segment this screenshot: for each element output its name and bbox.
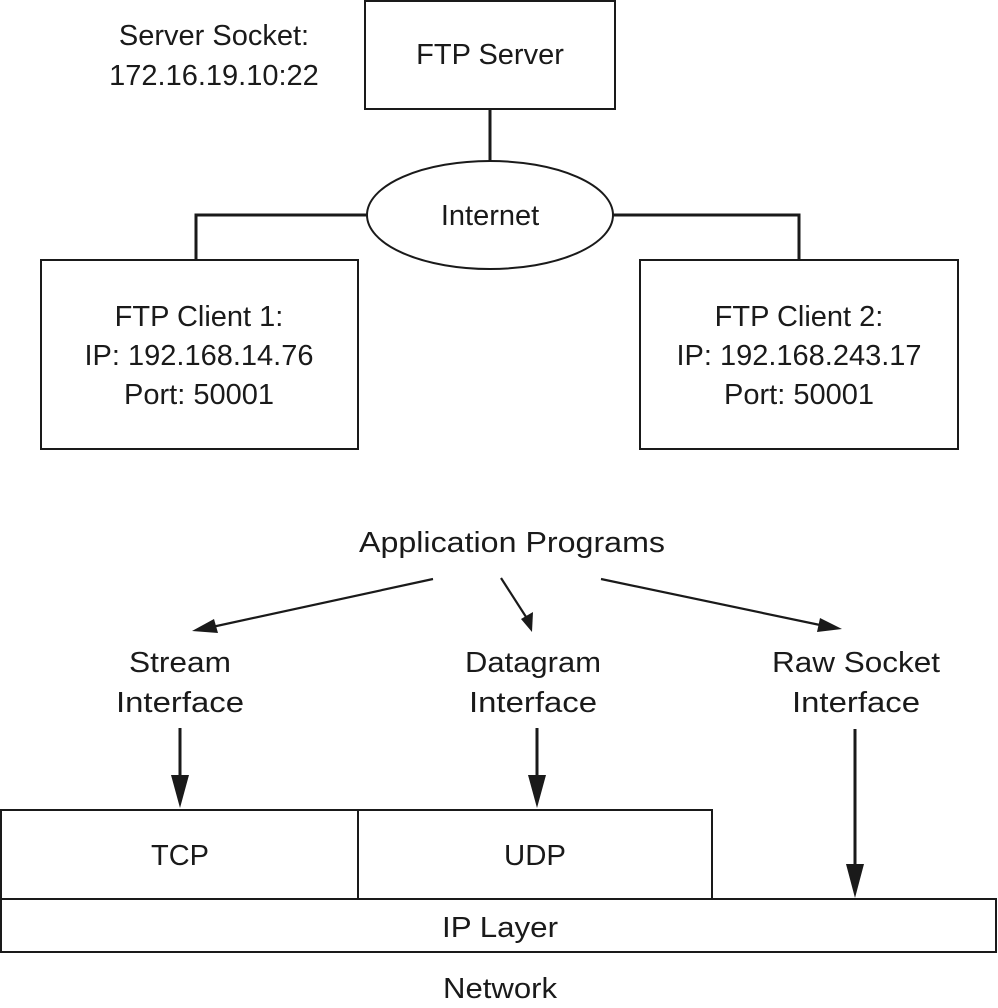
ftp-server-box — [364, 0, 616, 110]
socket-layers-diagram: Application Programs Stream Interface Da… — [0, 527, 997, 1005]
app-to-datagram-arrow-line — [500, 577, 529, 621]
internet-label: Internet — [441, 200, 539, 232]
ftp-client-2-title: FTP Client 2: — [715, 301, 884, 333]
raw-to-ip-arrowhead — [846, 864, 864, 898]
datagram-interface-label-2: Interface — [469, 687, 597, 719]
app-to-datagram-arrowhead — [521, 612, 533, 632]
app-to-raw-arrow-line — [600, 577, 821, 627]
app-to-stream-arrowhead — [192, 619, 218, 633]
tcp-box — [0, 809, 359, 900]
ip-layer-box — [0, 898, 997, 953]
server-socket-address: 172.16.19.10:22 — [109, 60, 319, 92]
datagram-to-udp-arrowhead — [528, 775, 546, 808]
internet-client1-link — [194, 213, 367, 260]
ftp-client-2-port: Port: 50001 — [724, 379, 874, 411]
datagram-interface-label-1: Datagram — [465, 647, 601, 679]
network-label: Network — [443, 973, 558, 1005]
ftp-server-label: FTP Server — [416, 39, 564, 71]
internet-client2-link — [613, 213, 801, 260]
udp-box — [357, 809, 713, 900]
ip-layer-label: IP Layer — [442, 912, 558, 944]
tcp-label: TCP — [151, 840, 209, 872]
ftp-network-diagram: Server Socket: 172.16.19.10:22 FTP Serve… — [40, 0, 959, 450]
stream-to-tcp-arrowhead — [171, 775, 189, 808]
ftp-client-1-port: Port: 50001 — [124, 379, 274, 411]
stream-interface-label-1: Stream — [129, 647, 231, 679]
app-to-raw-arrowhead — [817, 618, 842, 632]
server-socket-label: Server Socket: — [119, 20, 309, 52]
application-programs-label: Application Programs — [359, 527, 665, 559]
ftp-client-1-box — [40, 259, 359, 450]
ftp-client-2-ip: IP: 192.168.243.17 — [676, 340, 921, 372]
ftp-client-2-box — [639, 259, 959, 450]
udp-label: UDP — [504, 840, 566, 872]
ftp-client-1-title: FTP Client 1: — [115, 301, 284, 333]
raw-socket-interface-label-1: Raw Socket — [772, 647, 940, 679]
raw-socket-interface-label-2: Interface — [792, 687, 920, 719]
app-to-stream-arrow-line — [211, 577, 434, 629]
stream-interface-label-2: Interface — [116, 687, 244, 719]
ftp-client-1-ip: IP: 192.168.14.76 — [85, 340, 314, 372]
